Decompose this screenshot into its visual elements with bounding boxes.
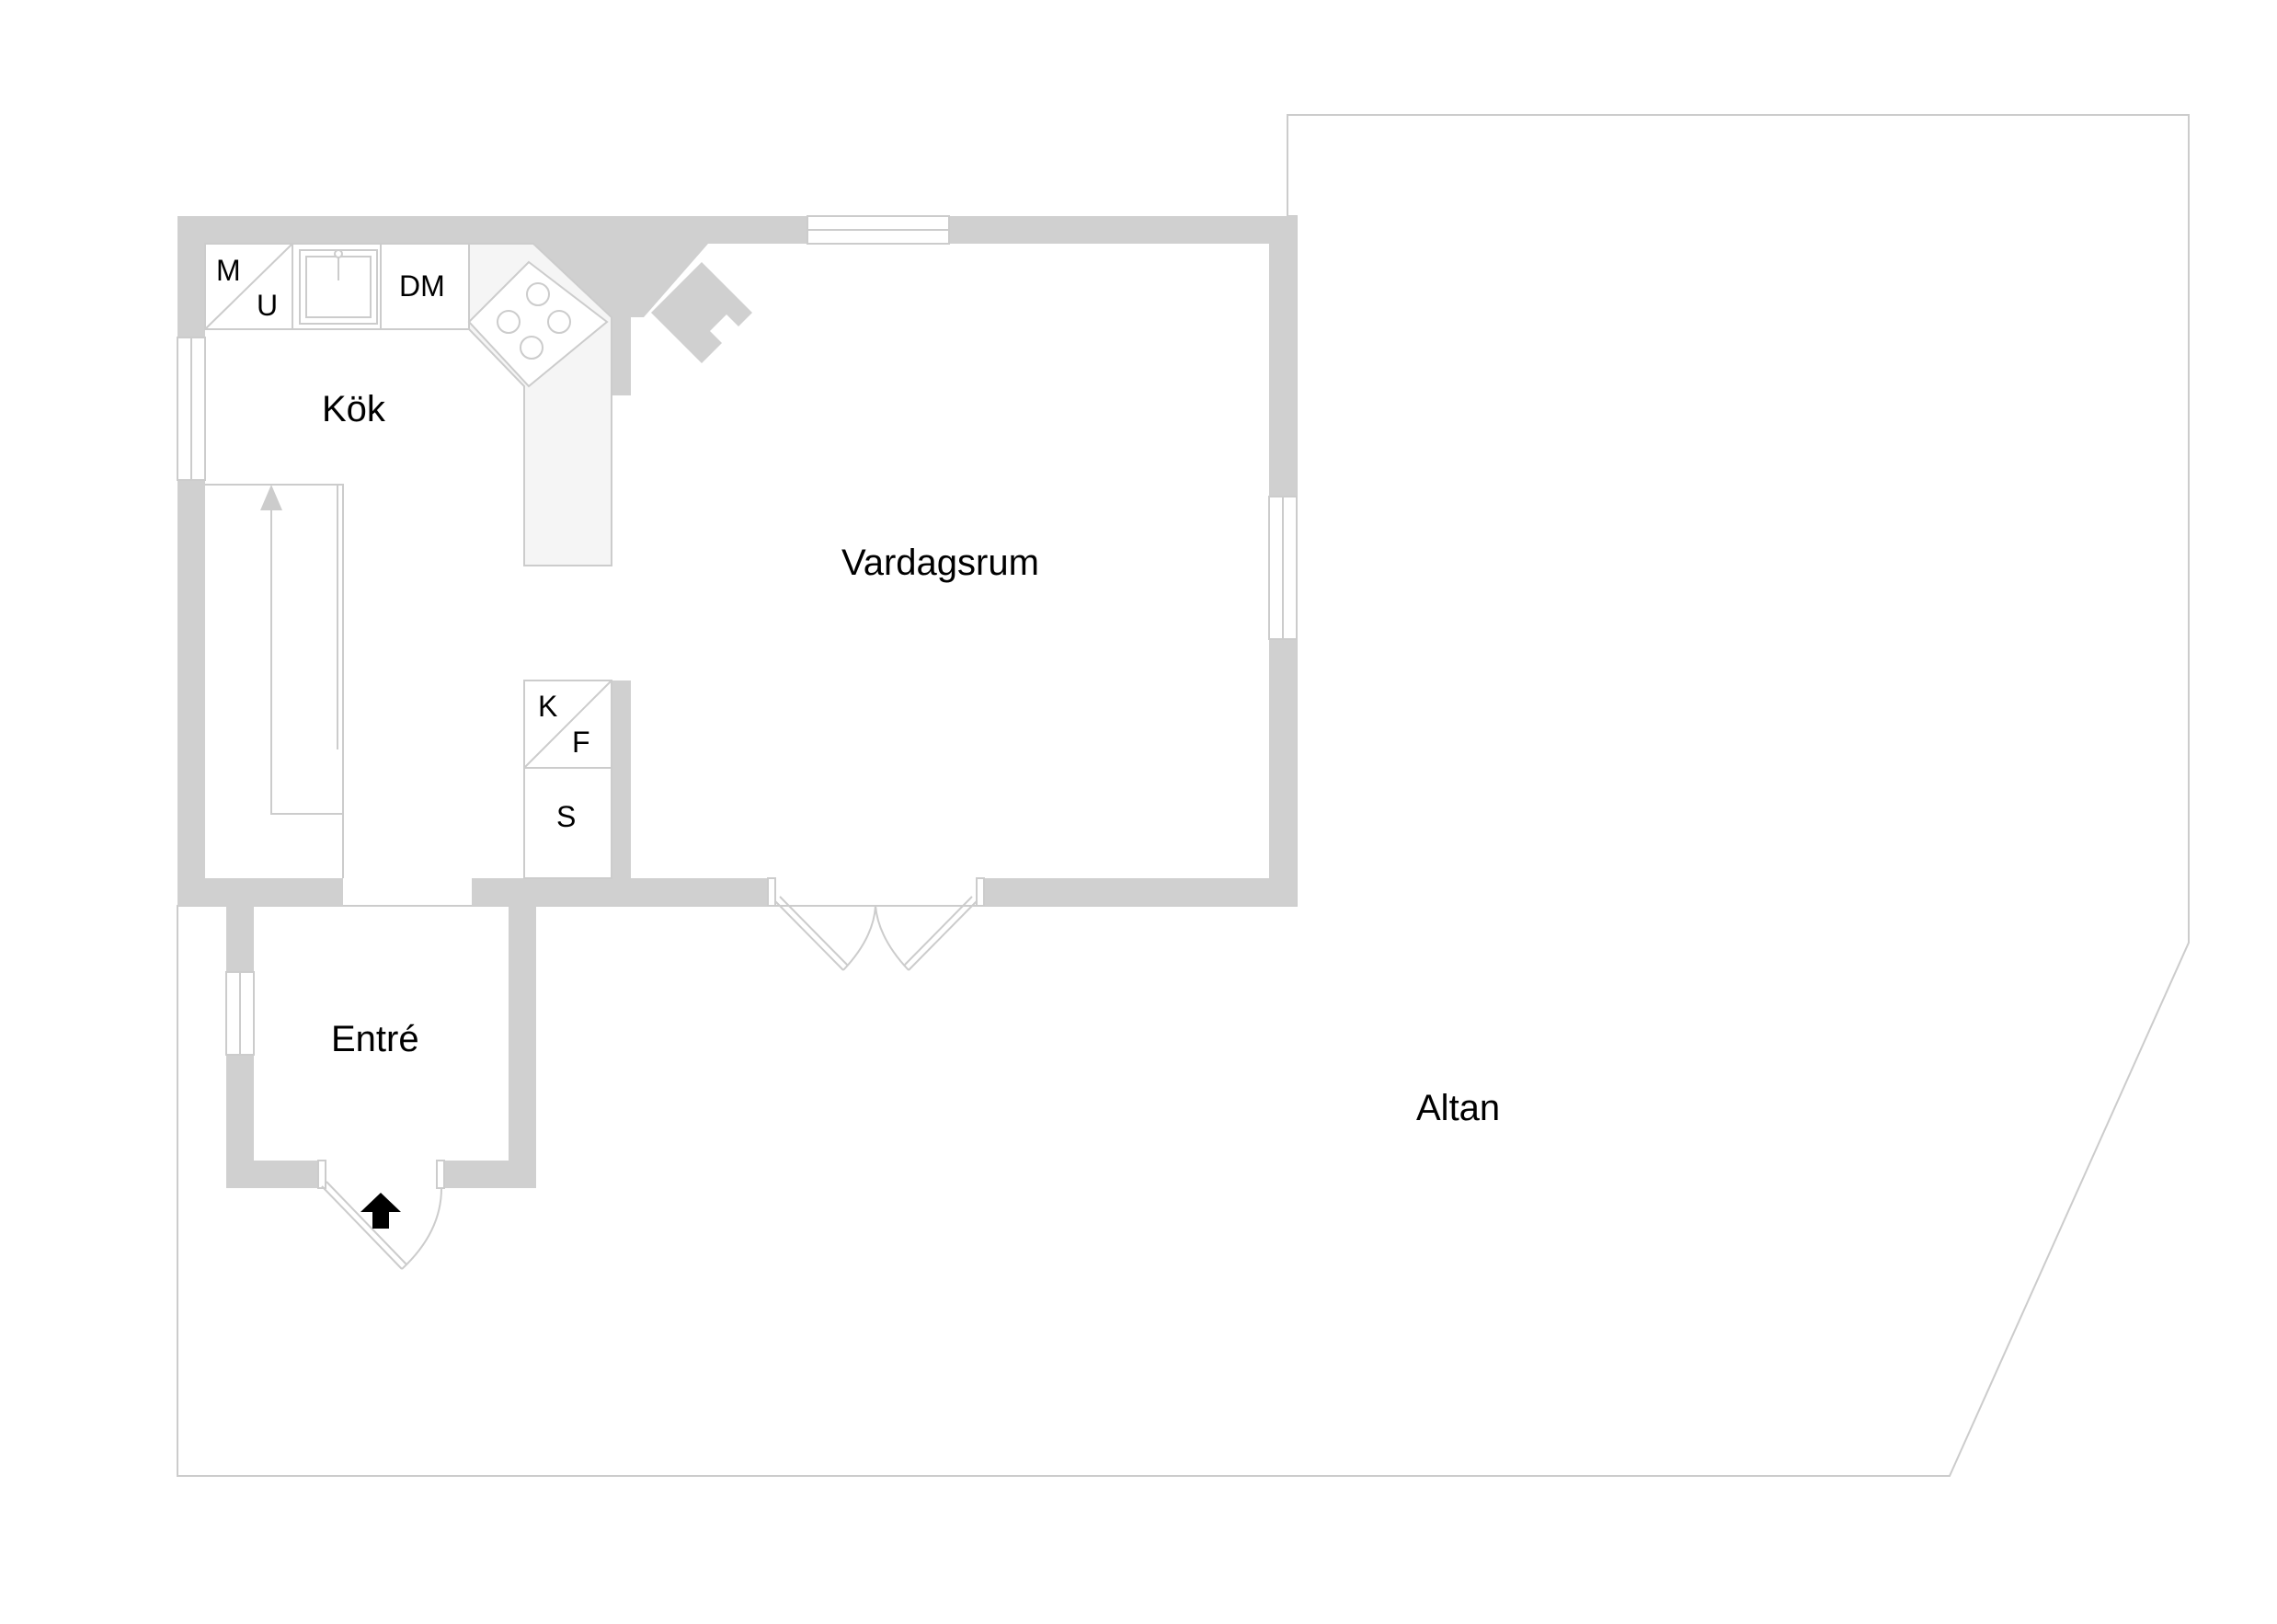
appliance-label-k: K [538, 690, 557, 723]
entrance-arrow-icon [360, 1193, 401, 1229]
appliance-label-s: S [556, 800, 576, 833]
kitchen-counters [204, 243, 612, 879]
appliance-label-m: M [216, 254, 241, 287]
room-label-kok: Kök [322, 389, 386, 429]
room-label-entre: Entré [331, 1019, 419, 1059]
room-label-altan: Altan [1416, 1088, 1500, 1128]
walls [177, 216, 1297, 1188]
appliance-label-u: U [257, 289, 278, 322]
appliance-label-f: F [572, 726, 590, 759]
fireplace-icon [651, 262, 752, 363]
stove-icon [467, 260, 609, 388]
stairs [205, 484, 344, 878]
appliance-label-dm: DM [399, 269, 445, 303]
room-label-vardagsrum: Vardagsrum [841, 543, 1039, 583]
kf-divider [523, 680, 612, 769]
doors [317, 877, 985, 1270]
windows [177, 215, 1298, 1056]
mu-divider [204, 243, 293, 330]
stairs-up-icon [260, 485, 282, 510]
